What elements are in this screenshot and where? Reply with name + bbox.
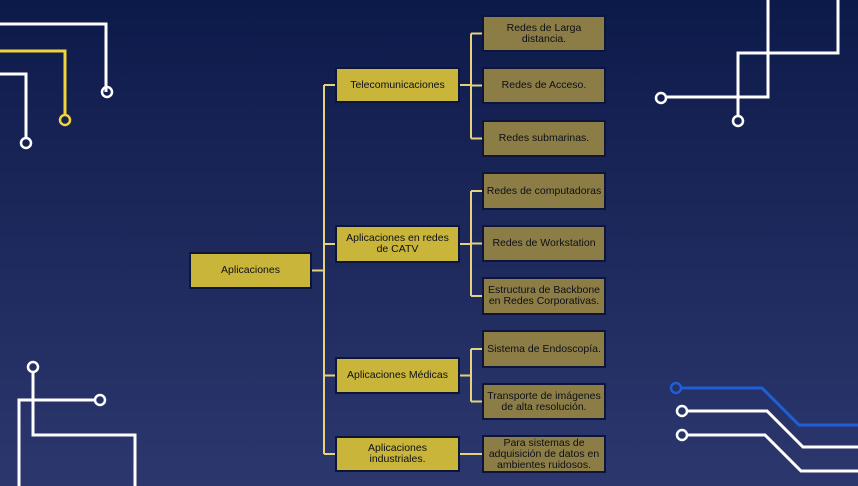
leaf-node: Redes de Workstation [482, 225, 606, 262]
category-node: Aplicaciones Médicas [335, 357, 460, 394]
leaf-node: Transporte de imágenes de alta resolució… [482, 383, 606, 420]
circuit-node [19, 136, 33, 150]
circuit-trace [17, 398, 95, 486]
circuit-node [58, 113, 72, 127]
circuit-node [675, 404, 689, 418]
circuit-trace [687, 409, 858, 449]
circuit-trace [31, 372, 137, 486]
circuit-node [669, 381, 683, 395]
circuit-trace [0, 72, 28, 137]
root-node: Aplicaciones [189, 252, 312, 289]
leaf-node: Estructura de Backbone en Redes Corporat… [482, 277, 606, 315]
category-node: Aplicaciones industriales. [335, 436, 460, 472]
category-node: Aplicaciones en redes de CATV [335, 225, 460, 263]
leaf-node: Redes submarinas. [482, 120, 606, 157]
leaf-node: Para sistemas de adquisición de datos en… [482, 435, 606, 473]
circuit-node [675, 428, 689, 442]
category-node: Telecomunicaciones [335, 67, 460, 103]
circuit-node [93, 393, 107, 407]
leaf-node: Redes de Acceso. [482, 67, 606, 104]
circuit-trace [666, 0, 770, 99]
circuit-trace [736, 0, 840, 117]
circuit-node [654, 91, 668, 105]
leaf-node: Sistema de Endoscopía. [482, 330, 606, 368]
circuit-trace [0, 49, 67, 115]
circuit-node [100, 85, 114, 99]
circuit-trace [0, 22, 108, 92]
circuit-node [26, 360, 40, 374]
circuit-trace [681, 386, 858, 427]
leaf-node: Redes de Larga distancia. [482, 15, 606, 52]
circuit-node [731, 114, 745, 128]
leaf-node: Redes de computadoras [482, 172, 606, 210]
circuit-trace [687, 433, 858, 473]
